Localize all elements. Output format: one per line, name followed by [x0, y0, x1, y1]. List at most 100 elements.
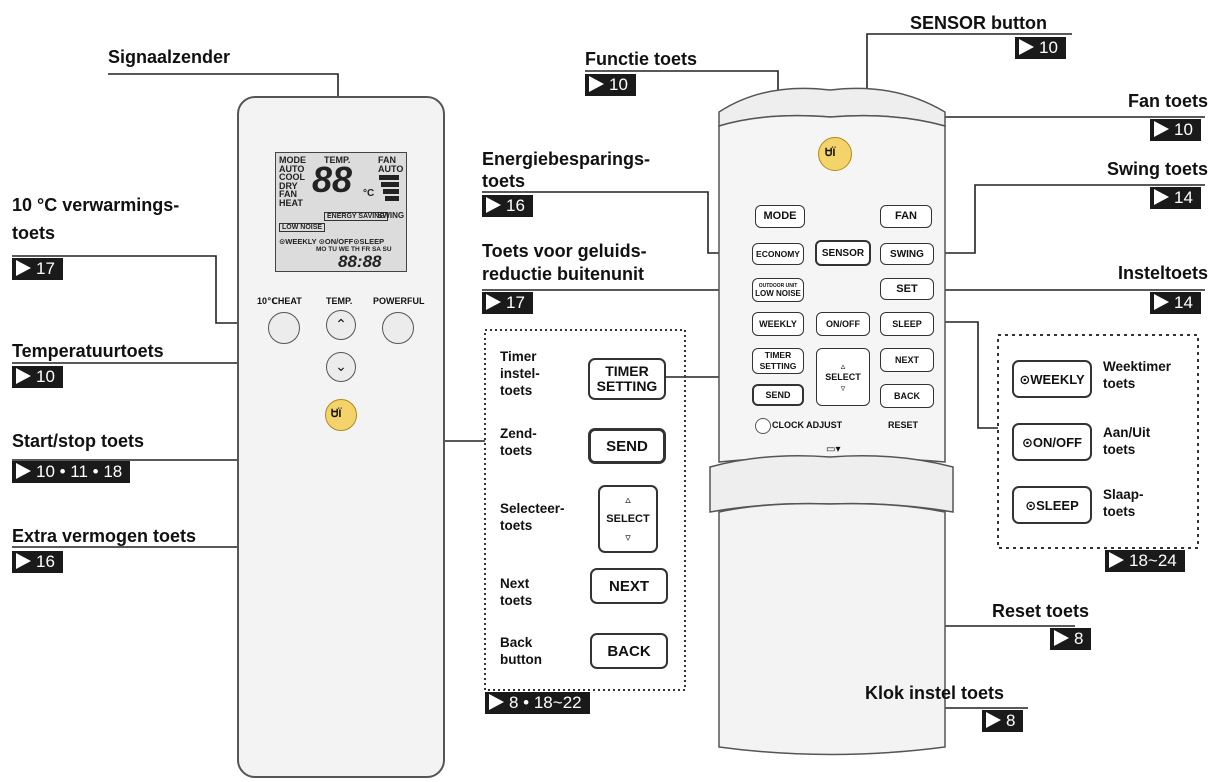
next-button[interactable]: NEXT [880, 348, 934, 372]
ref-sensor: 10 [1015, 37, 1066, 59]
reset-label: RESET [888, 420, 919, 430]
next-desc: Next toets [500, 576, 533, 608]
clock-adjust-button[interactable] [755, 418, 771, 434]
select-down-icon: ▿ [625, 531, 631, 544]
label-swing-toets: Swing toets [1106, 159, 1208, 179]
select-key-label: SELECT [606, 512, 650, 525]
temp-down-button[interactable]: ⌄ [326, 352, 356, 382]
arrow-icon [1154, 189, 1169, 205]
lcd-fan-auto: AUTO [378, 164, 404, 174]
label-energie-1: Energiebesparings- [482, 149, 651, 169]
label-sensor-button: SENSOR button [910, 13, 1047, 33]
onoff-key[interactable]: ⊙ON/OFF [1012, 423, 1092, 461]
heat-10c-button[interactable] [268, 312, 300, 344]
select-down-icon: ▿ [840, 382, 846, 393]
right-power-button[interactable] [818, 137, 852, 171]
lcd-days: MO TU WE TH FR SA SU [316, 246, 392, 253]
label-insteltoets: Insteltoets [1117, 263, 1208, 283]
label-fan-toets: Fan toets [1127, 91, 1208, 111]
label-extra-vermogen: Extra vermogen toets [12, 526, 197, 546]
weekly-key[interactable]: ⊙WEEKLY [1012, 360, 1092, 398]
select-button[interactable]: ▵ SELECT ▿ [816, 348, 870, 406]
label-geluid-2: reductie buitenunit [482, 264, 644, 284]
right-power-symbol: ᏌЇ [825, 147, 836, 159]
label-klok-instel: Klok instel toets [865, 683, 1005, 703]
back-key[interactable]: BACK [590, 633, 668, 669]
lcd-low-noise: LOW NOISE [279, 223, 326, 232]
ref-fan: 10 [1150, 119, 1201, 141]
swing-button[interactable]: SWING [880, 243, 934, 265]
sleep-button[interactable]: SLEEP [880, 312, 934, 336]
label-verwarmings-2: toets [12, 223, 56, 243]
send-button[interactable]: SEND [752, 384, 804, 406]
arrow-icon [986, 712, 1001, 728]
arrow-icon [1019, 39, 1034, 55]
ref-functie: 10 [585, 74, 636, 96]
send-key[interactable]: SEND [588, 428, 666, 464]
ref-temperatuur: 10 [12, 366, 63, 388]
back-desc: Back button [500, 635, 542, 667]
powerful-button[interactable] [382, 312, 414, 344]
fan-bars-icon [379, 175, 399, 201]
label-reset-toets: Reset toets [992, 601, 1090, 621]
ref-swing: 14 [1150, 187, 1201, 209]
temp-up-button[interactable]: ⌃ [326, 310, 356, 340]
select-key[interactable]: ▵ SELECT ▿ [598, 485, 658, 553]
heat-label: 10℃HEAT [257, 296, 302, 306]
low-noise-button[interactable]: OUTDOOR UNIT LOW NOISE [752, 278, 804, 302]
timer-setting-key[interactable]: TIMER SETTING [588, 358, 666, 400]
set-button[interactable]: SET [880, 278, 934, 300]
arrow-icon [486, 197, 501, 213]
clock-icon: ⊙ [1019, 371, 1031, 387]
ref-weekly-box: 18~24 [1105, 550, 1185, 572]
ref-timer-box: 8 • 18~22 [485, 692, 590, 714]
right-remote-outline [709, 87, 954, 756]
lcd-clock: 88:88 [338, 252, 382, 271]
low-noise-sub: OUTDOOR UNIT [758, 282, 798, 289]
arrow-icon [589, 76, 604, 92]
arrow-icon [489, 694, 504, 710]
select-label: SELECT [825, 371, 861, 382]
sensor-button[interactable]: SENSOR [815, 240, 871, 266]
ref-start-stop: 10 • 11 • 18 [12, 461, 131, 483]
timer-desc: Timer instel- toets [500, 349, 540, 398]
fan-button[interactable]: FAN [880, 205, 932, 228]
next-key[interactable]: NEXT [590, 568, 668, 604]
sleep-key[interactable]: ⊙SLEEP [1012, 486, 1092, 524]
ref-verwarmings: 17 [12, 258, 63, 280]
timer-setting-button[interactable]: TIMER SETTING [752, 348, 804, 374]
select-up-icon: ▵ [840, 360, 846, 371]
ref-reset: 8 [1050, 628, 1092, 650]
lcd-swing: SWING [377, 211, 405, 220]
arrow-icon [16, 368, 31, 384]
onoff-desc: Aan/Uit toets [1103, 425, 1151, 457]
weekly-button[interactable]: WEEKLY [752, 312, 804, 336]
battery-icon: ▭▾ [826, 444, 841, 455]
arrow-icon [486, 294, 501, 310]
power-symbol: ᏌЇ [331, 408, 342, 420]
ref-extra-vermogen: 16 [12, 551, 63, 573]
mode-button[interactable]: MODE [755, 205, 805, 228]
clock-icon: ⊙ [1021, 434, 1033, 450]
arrow-icon [1054, 630, 1069, 646]
arrow-icon [16, 553, 31, 569]
economy-button[interactable]: ECONOMY [752, 243, 804, 265]
label-verwarmings-1: 10 °C verwarmings- [12, 195, 180, 215]
ref-klok: 8 [982, 710, 1024, 732]
clock-adjust-label: CLOCK ADJUST [772, 420, 843, 430]
sleep-desc: Slaap- toets [1103, 487, 1144, 519]
label-functie: Functie toets [585, 49, 698, 69]
label-temperatuurtoets: Temperatuurtoets [12, 341, 164, 361]
start-stop-button[interactable] [325, 399, 357, 431]
temp-label: TEMP. [326, 296, 353, 306]
arrow-icon [1154, 121, 1169, 137]
lcd-temp-label: TEMP. [324, 155, 351, 165]
label-energie-2: toets [482, 171, 526, 191]
select-up-icon: ▵ [625, 493, 631, 506]
lcd-energy: ENERGY SAVING [324, 212, 388, 221]
back-button[interactable]: BACK [880, 384, 934, 408]
label-geluid-1: Toets voor geluids- [482, 241, 647, 261]
clock-icon: ⊙ [1025, 497, 1037, 513]
onoff-button[interactable]: ON/OFF [816, 312, 870, 336]
